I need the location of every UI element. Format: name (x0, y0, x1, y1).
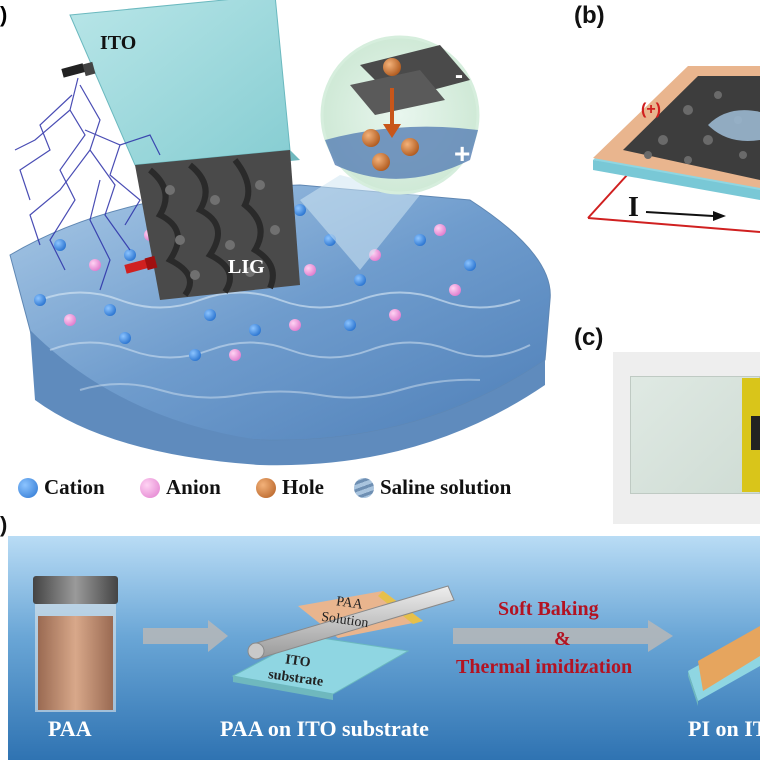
positive-charge-sign: + (454, 138, 471, 169)
paa-on-ito-label: PAA on ITO substrate (220, 716, 429, 741)
magnified-interface-bubble (320, 35, 480, 195)
legend-saline-label: Saline solution (380, 475, 512, 499)
paa-label: PAA (48, 716, 92, 741)
paa-vial-icon (33, 576, 118, 712)
panel-a: ) (0, 0, 560, 510)
positive-terminal-label: (+) (641, 101, 661, 118)
discharge-lines (14, 77, 161, 291)
current-label: I (628, 192, 639, 223)
cation-particles (34, 204, 476, 361)
cation-icon (18, 477, 38, 498)
ito-electrode (69, 0, 300, 176)
lig-pattern-photo (751, 416, 760, 450)
legend-hole-label: Hole (282, 475, 324, 499)
pi-on-ito-illustration (688, 626, 760, 706)
panel-b: (b) (+) I (568, 0, 760, 300)
legend-anion: Anion (140, 475, 221, 500)
hole-icon (256, 477, 276, 498)
lig-label: LIG (228, 256, 265, 278)
step-label-ampersand: & (554, 628, 571, 650)
legend-saline: Saline solution (354, 475, 511, 500)
saline-slab (9, 184, 551, 466)
process-arrow-2 (453, 620, 673, 652)
legend-cation: Cation (18, 475, 105, 500)
paa-coating-illustration (231, 585, 455, 700)
ito-substrate-label-1: ITO (284, 652, 312, 671)
lig-wire-connector (124, 255, 158, 274)
saline-solution-icon (354, 477, 374, 498)
negative-charge-sign: - (455, 62, 463, 89)
anion-icon (140, 477, 160, 498)
anion-particles (64, 224, 461, 361)
panel-d: PAA Solution ITO substrate Soft Baking &… (8, 536, 760, 760)
pi-on-ito-label: PI on IT (688, 716, 760, 741)
panel-d-label: ) (0, 512, 8, 537)
legend-hole: Hole (256, 475, 324, 500)
step-label-thermal-imidization: Thermal imidization (456, 656, 633, 678)
panel-a-label: ) (0, 2, 8, 27)
zoom-cone (300, 175, 420, 270)
legend-anion-label: Anion (166, 475, 221, 499)
panel-d-process-illustration (33, 576, 760, 712)
panel-c: (c) (568, 320, 760, 524)
panel-b-device-illustration (587, 66, 760, 233)
panel-b-label: (b) (574, 2, 605, 29)
panel-a-illustration (9, 0, 551, 466)
glass-slide-photo (630, 376, 760, 494)
process-arrow-1 (143, 620, 228, 652)
step-label-soft-baking: Soft Baking (498, 598, 599, 620)
legend-cation-label: Cation (44, 475, 105, 499)
panel-c-label: (c) (574, 324, 604, 351)
lig-electrode (135, 150, 300, 300)
ito-wire-connector (61, 61, 96, 78)
ito-label: ITO (100, 32, 137, 54)
